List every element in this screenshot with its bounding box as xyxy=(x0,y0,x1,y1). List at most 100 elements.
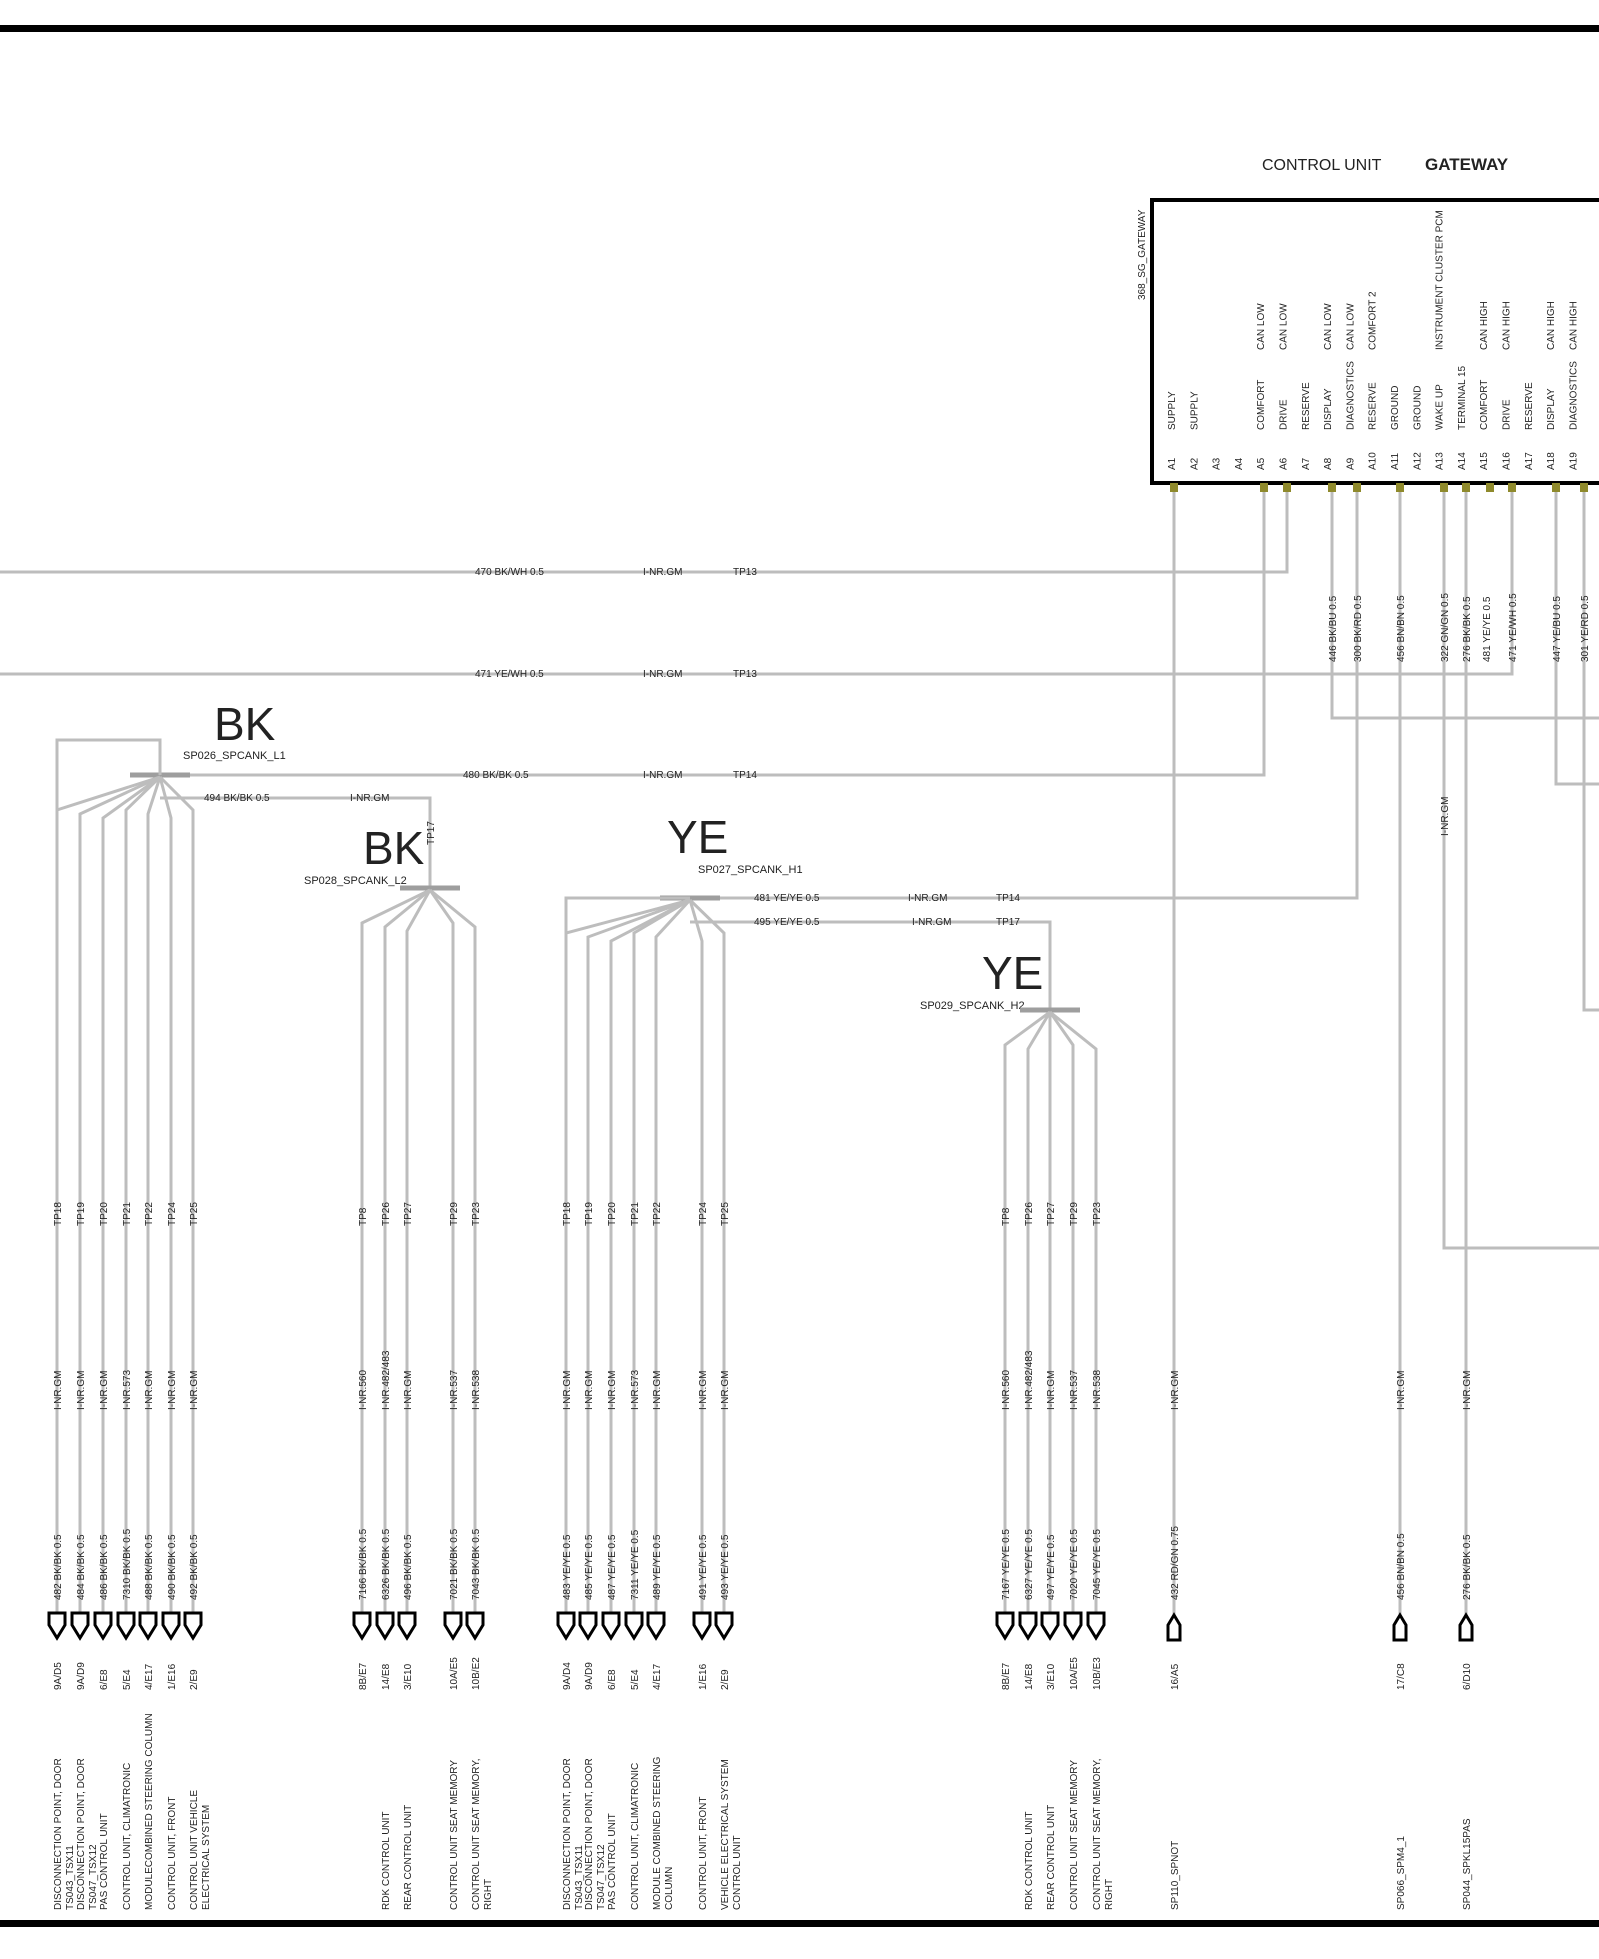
drop-wire-label: 482 BK/BK 0.5 xyxy=(53,1534,64,1600)
drop-destination: RIGHT xyxy=(1104,1879,1115,1910)
splice-fan-wire xyxy=(688,898,726,1625)
svg-text:YE: YE xyxy=(667,811,728,863)
connector-icon[interactable] xyxy=(601,1611,621,1641)
gateway-pin-number: A18 xyxy=(1546,452,1557,470)
connector-icon[interactable] xyxy=(443,1611,463,1641)
connector-icon[interactable] xyxy=(116,1611,136,1641)
splice-fan-wire xyxy=(632,898,691,1625)
connector-icon[interactable] xyxy=(556,1611,576,1641)
splice-fan-wire xyxy=(586,898,691,1625)
connector-icon[interactable] xyxy=(1166,1612,1182,1642)
connector-icon[interactable] xyxy=(1063,1611,1083,1641)
connector-icon[interactable] xyxy=(1086,1611,1106,1641)
gateway-pin-label: DIAGNOSTICS xyxy=(1568,361,1579,430)
connector-icon[interactable] xyxy=(352,1611,372,1641)
drop-location: 10B/E3 xyxy=(1092,1657,1103,1690)
drop-wire-label: 7310 BK/BK 0.5 xyxy=(122,1528,133,1600)
drop-location: 9A/D4 xyxy=(562,1662,573,1690)
connector-icon[interactable] xyxy=(397,1611,417,1641)
connector-icon[interactable] xyxy=(1392,1612,1408,1642)
connector-icon[interactable] xyxy=(1040,1611,1060,1641)
connector-icon[interactable] xyxy=(161,1611,181,1641)
drop-location: 3/E10 xyxy=(403,1663,414,1690)
drop-tp-label: TP29 xyxy=(1069,1202,1080,1226)
drop-wire-label: 488 BK/BK 0.5 xyxy=(144,1534,155,1600)
drop-ref-label: I-NR.GM xyxy=(189,1371,200,1410)
connector-icon[interactable] xyxy=(995,1611,1015,1641)
gateway-pin-number: A7 xyxy=(1301,457,1312,470)
drop-ref-label: I-NR.GM xyxy=(403,1371,414,1410)
connector-icon[interactable] xyxy=(646,1611,666,1641)
drop-ref-label: I-NR.537 xyxy=(449,1370,460,1410)
gateway-wire-label: 471 YE/WH 0.5 xyxy=(1508,593,1519,662)
drop-ref-label: I-NR.573 xyxy=(122,1370,133,1410)
svg-text:481 YE/YE 0.5: 481 YE/YE 0.5 xyxy=(754,893,820,904)
svg-text:SP028_SPCANK_L2: SP028_SPCANK_L2 xyxy=(304,875,407,887)
drop-tp-label: TP27 xyxy=(403,1202,414,1226)
drop-tp-label: TP23 xyxy=(471,1202,482,1226)
drop-tp-label: TP22 xyxy=(652,1202,663,1226)
connector-icon[interactable] xyxy=(375,1611,395,1641)
connector-icon[interactable] xyxy=(70,1611,90,1641)
gateway-wire-label: 446 BK/BU 0.5 xyxy=(1328,595,1339,662)
drop-tp-label: TP24 xyxy=(698,1202,709,1226)
connector-icon[interactable] xyxy=(1458,1612,1474,1642)
drop-ref-label: I-NR.560 xyxy=(358,1370,369,1410)
drop-wire-label: 276 BK/BK 0.5 xyxy=(1462,1534,1473,1600)
drop-wire-label: 7043 BK/BK 0.5 xyxy=(471,1528,482,1600)
drop-tp-label: TP25 xyxy=(720,1202,731,1226)
splice-fan-wire xyxy=(55,775,161,1625)
drop-wire-label: 7021 BK/BK 0.5 xyxy=(449,1528,460,1600)
gateway-pin-label: WAKE UP xyxy=(1435,384,1446,430)
drop-wire-label: 492 BK/BK 0.5 xyxy=(189,1534,200,1600)
connector-icon[interactable] xyxy=(692,1611,712,1641)
gateway-pin-sub: CAN HIGH xyxy=(1479,301,1490,350)
connector-icon[interactable] xyxy=(93,1611,113,1641)
drop-destination: CONTROL UNIT SEAT MEMORY xyxy=(1069,1760,1080,1910)
connector-icon[interactable] xyxy=(138,1611,158,1641)
drop-ref-label: I-NR.GM xyxy=(652,1371,663,1410)
connector-icon[interactable] xyxy=(183,1611,203,1641)
splices[interactable] xyxy=(55,738,1098,1625)
drop-ref-label: I-NR.573 xyxy=(630,1370,641,1410)
connector-icon[interactable] xyxy=(624,1611,644,1641)
drop-location: 16/A5 xyxy=(1170,1663,1181,1690)
drop-ref-label: I-NR.GM xyxy=(607,1371,618,1410)
connector-icon[interactable] xyxy=(47,1611,67,1641)
drop-ref-label: I-NR.GM xyxy=(1462,1371,1473,1410)
drop-destination: DISCONNECTION POINT, DOOR xyxy=(584,1758,595,1910)
drop-ref-label: I-NR.538 xyxy=(471,1370,482,1410)
gateway-wire-label: 447 YE/BU 0.5 xyxy=(1552,596,1563,662)
connector-icon[interactable] xyxy=(578,1611,598,1641)
svg-text:495 YE/YE 0.5: 495 YE/YE 0.5 xyxy=(754,917,820,928)
drop-wire-label: 490 BK/BK 0.5 xyxy=(167,1534,178,1600)
svg-text:TP14: TP14 xyxy=(733,770,757,781)
wires xyxy=(0,483,1599,1625)
drop-ref-label: I-NR.482/483 xyxy=(1024,1350,1035,1410)
drop-tp-label: TP21 xyxy=(122,1202,133,1226)
connector-icon[interactable] xyxy=(465,1611,485,1641)
gateway-box[interactable] xyxy=(1150,198,1599,485)
pin-stubs xyxy=(1170,483,1588,492)
splice-fan-wire xyxy=(78,775,161,1625)
splice-fan-wire xyxy=(101,775,161,1625)
drop-destination: SP044_SPKL15PAS xyxy=(1462,1818,1473,1910)
gateway-pin-number: A17 xyxy=(1524,452,1535,470)
drop-tp-label: TP26 xyxy=(381,1202,392,1226)
gateway-pin-label: GROUND xyxy=(1390,386,1401,430)
connector-icon[interactable] xyxy=(1018,1611,1038,1641)
drop-destination: RIGHT xyxy=(483,1879,494,1910)
connector-icon[interactable] xyxy=(714,1611,734,1641)
splice-fan-wire xyxy=(124,775,162,1625)
drop-ref-label: I-NR.GM xyxy=(144,1371,155,1410)
drop-location: 10B/E2 xyxy=(471,1657,482,1690)
splice-feed-wire xyxy=(564,896,690,1625)
drop-destination: CONTROL UNIT xyxy=(732,1835,743,1910)
drop-location: 6/D10 xyxy=(1462,1663,1473,1690)
drop-destination: PAS CONTROL UNIT xyxy=(99,1813,110,1910)
drop-wire-label: 493 YE/YE 0.5 xyxy=(720,1534,731,1600)
drop-destination: DISCONNECTION POINT, DOOR xyxy=(76,1758,87,1910)
splice-fan-wire xyxy=(564,898,691,1625)
svg-text:TP14: TP14 xyxy=(996,893,1020,904)
drop-tp-label: TP24 xyxy=(167,1202,178,1226)
